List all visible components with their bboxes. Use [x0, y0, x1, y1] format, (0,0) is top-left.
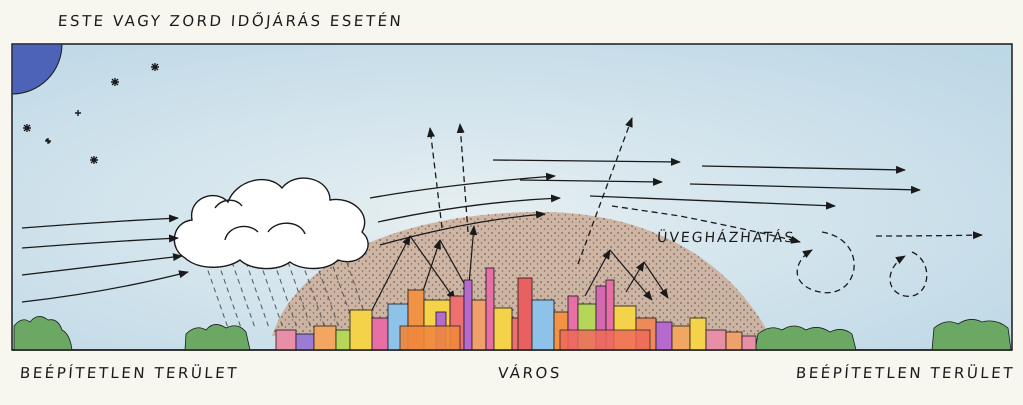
bushes-left	[13, 316, 73, 351]
building	[371, 317, 389, 351]
arrow-icon	[609, 249, 653, 301]
building	[517, 277, 533, 351]
wind-arrows-top	[369, 157, 921, 246]
building	[295, 333, 315, 351]
arrow-icon	[875, 231, 983, 240]
building	[531, 299, 555, 351]
building	[399, 325, 461, 351]
arrow-icon	[589, 195, 836, 210]
arrow-icon	[492, 157, 681, 166]
building	[493, 307, 513, 351]
arrow-icon	[889, 251, 928, 297]
arrow-icon	[371, 235, 411, 311]
arrow-icon	[643, 261, 669, 299]
building	[725, 331, 743, 351]
building	[741, 335, 757, 351]
building	[313, 325, 337, 351]
arrow-icon	[21, 234, 179, 249]
building	[485, 267, 495, 351]
building	[335, 329, 351, 351]
star-icon	[90, 156, 98, 164]
building	[671, 325, 691, 351]
arrow-icon	[21, 214, 179, 229]
arrow-icon	[409, 235, 456, 301]
star-icon	[75, 110, 81, 116]
undeveloped-area-right-label: BEÉPÍTETLEN TERÜLET	[795, 364, 1016, 382]
vegetation	[13, 316, 1012, 351]
star-icon	[45, 138, 51, 144]
diagram-title: ESTE VAGY ZORD IDŐJÁRÁS ESETÉN	[57, 12, 404, 30]
bushes-mid-left	[184, 324, 251, 351]
arrow-icon	[796, 231, 855, 294]
stars	[23, 63, 159, 164]
building	[349, 309, 373, 351]
rain-lines	[204, 253, 365, 329]
arrow-icon	[427, 127, 443, 229]
arrow-icon	[701, 165, 906, 174]
cloud-icon	[173, 177, 369, 270]
arrow-icon	[519, 177, 663, 186]
arrow-icon	[577, 117, 633, 265]
greenhouse-effect-label: ÜVEGHÁZHATÁS	[656, 230, 796, 246]
arrow-icon	[611, 205, 801, 244]
arrow-icon	[377, 194, 561, 223]
star-icon	[23, 124, 31, 132]
wind-arrows-left	[21, 214, 189, 303]
building	[275, 329, 297, 351]
building	[559, 329, 651, 351]
bushes-right	[931, 319, 1012, 351]
star-icon	[151, 63, 159, 71]
arrow-icon	[369, 172, 556, 199]
undeveloped-area-left-label: BEÉPÍTETLEN TERÜLET	[19, 364, 240, 382]
bushes-mid-right	[754, 325, 857, 351]
city-label: VÁROS	[497, 364, 563, 382]
building	[705, 329, 727, 351]
building	[463, 279, 473, 351]
building	[689, 317, 707, 351]
moon-icon	[11, 43, 63, 95]
star-icon	[111, 78, 119, 86]
arrow-icon	[21, 253, 183, 276]
arrow-icon	[584, 249, 611, 297]
building	[655, 321, 673, 351]
arrow-icon	[689, 183, 921, 194]
dashed-arrows	[427, 117, 983, 297]
arrow-icon	[625, 261, 645, 293]
building	[471, 299, 487, 351]
arrow-icon	[379, 210, 546, 246]
arrow-icon	[21, 270, 189, 303]
city-buildings	[275, 267, 757, 351]
arrow-icon	[456, 123, 469, 233]
